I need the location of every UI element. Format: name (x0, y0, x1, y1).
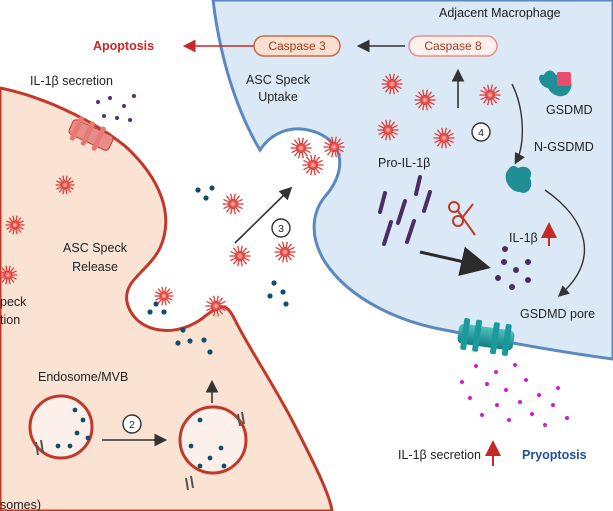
asc-speck-icon (205, 295, 227, 317)
asc-speck-icon (290, 137, 312, 159)
asc-speck-icon (229, 245, 251, 267)
donor-gsdmd-pore-icon (68, 116, 114, 151)
bottom-cut-label: somes) (0, 498, 41, 511)
asc-speck-icon (154, 286, 174, 306)
scissors-icon (448, 201, 476, 236)
asc-speck-icon (381, 73, 403, 95)
asc-speck-uptake-label-1: ASC Speck (246, 73, 311, 87)
asc-speck-icon (377, 119, 399, 141)
asc-speck-icon (55, 175, 75, 195)
vesicle-contents (55, 407, 227, 469)
caspase3-label: Caspase 3 (268, 39, 326, 53)
caspase8-pill (408, 35, 498, 57)
pro-il1b-label: Pro-IL-1β (378, 156, 430, 170)
asc-speck-release-label-1: ASC Speck (63, 241, 128, 255)
step-2-number: 2 (129, 419, 135, 431)
apoptosis-label: Apoptosis (93, 39, 154, 53)
asc-speck-icon (0, 265, 18, 285)
il1b-label: IL-1β (509, 231, 538, 245)
asc-speck-icon (323, 136, 345, 158)
adjacent-macrophage-label: Adjacent Macrophage (439, 6, 561, 20)
asc-speck-icon (222, 193, 244, 215)
speck-cut-label: peck (0, 295, 27, 309)
teal-particle-clusters (147, 185, 289, 355)
pyroptosis-label: Pryoptosis (522, 448, 587, 462)
caspase3-pill (253, 35, 341, 57)
asc-speck-uptake-label-2: Uptake (258, 90, 298, 104)
tion-cut-label: tion (0, 313, 20, 327)
arrows (102, 39, 585, 466)
step-markers (122, 122, 491, 434)
gsdmd-pore-label: GSDMD pore (520, 307, 595, 321)
il1b-secretion-dots (90, 94, 136, 126)
asc-speck-icon (433, 127, 455, 149)
asc-speck-release-label-2: Release (72, 260, 118, 274)
n-gsdmd-protein-icon (505, 165, 532, 193)
n-gsdmd-label: N-GSDMD (534, 140, 594, 154)
asc-speck-icon (5, 215, 25, 235)
il1b-secretion-bottom-label: IL-1β secretion (398, 448, 481, 462)
asc-speck-icon (302, 154, 324, 176)
released-il1b-dots (460, 363, 569, 427)
step-3-number: 3 (278, 223, 284, 235)
mature-il1b-dots (495, 246, 531, 290)
step-4-number: 4 (478, 127, 484, 139)
vesicle-receptors (35, 411, 245, 491)
endosome-mvb-label: Endosome/MVB (38, 370, 128, 384)
il1b-secretion-top-label: IL-1β secretion (30, 74, 113, 88)
gsdmd-label: GSDMD (546, 103, 593, 117)
gsdmd-pore-icon (457, 318, 515, 356)
caspase8-label: Caspase 8 (424, 39, 482, 53)
asc-speck-icon (414, 89, 436, 111)
gsdmd-protein-icon (539, 70, 572, 97)
asc-speck-icon (274, 241, 296, 263)
pro-il1b-rods (378, 175, 432, 246)
asc-speck-icon (479, 84, 501, 106)
